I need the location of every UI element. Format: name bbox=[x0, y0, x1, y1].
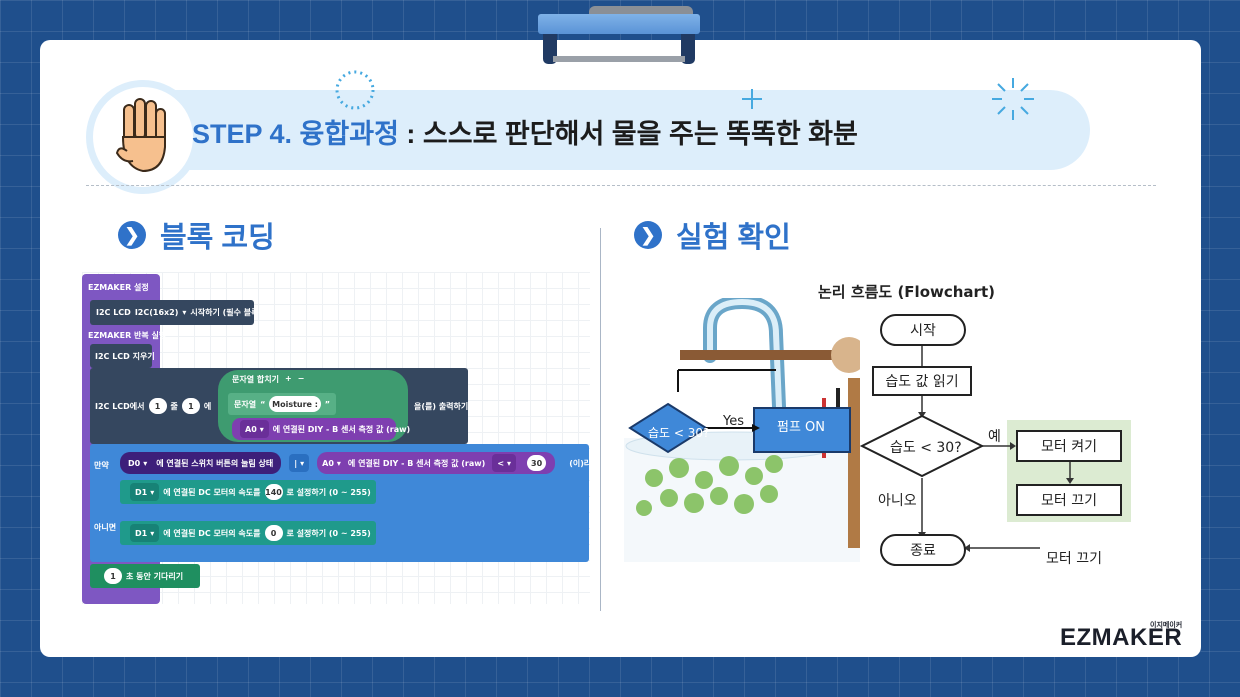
section-experiment: ❯ 실험 확인 bbox=[634, 214, 791, 256]
flowchart-title: 논리 흐름도 (Flowchart) bbox=[818, 283, 995, 301]
motor-speed-label-2: 에 연결된 DC 모터의 속도를 bbox=[163, 528, 261, 538]
chevron-right-icon: ❯ bbox=[634, 221, 662, 249]
diy-sensor-block-1[interactable]: A0▾ 에 연결된 DIY - B 센서 측정 값 (raw) bbox=[232, 418, 410, 440]
col-label: 에 bbox=[203, 401, 212, 411]
flowchart-end: 종료 bbox=[880, 534, 966, 566]
flowchart-no: 아니오 bbox=[878, 493, 917, 509]
quote-open: “ bbox=[260, 399, 266, 409]
flowchart-read: 습도 값 읽기 bbox=[872, 366, 972, 396]
string-block[interactable]: 문자열 “ Moisture : ” bbox=[228, 393, 336, 415]
plus-button[interactable]: + bbox=[284, 374, 292, 383]
flowchart-start: 시작 bbox=[880, 314, 966, 346]
print-label: 을(를) 출력하기 bbox=[414, 402, 469, 411]
decor-burst-icon bbox=[992, 78, 1034, 120]
speed-off-input[interactable]: 0 bbox=[264, 525, 283, 541]
set-range-label-2: 로 설정하기 (0 ~ 255) bbox=[286, 528, 371, 538]
pin-d0[interactable]: D0 bbox=[128, 458, 141, 468]
title-step: STEP 4. 융합과정 bbox=[192, 119, 399, 149]
column-divider bbox=[600, 228, 601, 611]
four-fingers-hand-icon bbox=[115, 98, 166, 173]
flowchart-motor-off: 모터 끄기 bbox=[1016, 484, 1122, 516]
threshold-input[interactable]: 30 bbox=[527, 455, 547, 471]
section-title-left: 블록 코딩 bbox=[160, 222, 275, 254]
wait-label: 초 동안 기다리기 bbox=[126, 571, 184, 581]
decor-sparkle-icon bbox=[742, 89, 762, 109]
wait-input[interactable]: 1 bbox=[104, 568, 122, 584]
caret-down-icon: ▾ bbox=[259, 424, 264, 434]
switch-state-label: 에 연결된 스위치 버튼의 눌림 상태 bbox=[156, 458, 274, 468]
page-title: STEP 4. 융합과정 : 스스로 판단해서 물을 주는 똑똑한 화분 bbox=[192, 112, 858, 151]
string-label: 문자열 bbox=[234, 399, 257, 409]
speed-on-input[interactable]: 140 bbox=[264, 484, 283, 500]
chevron-right-icon: ❯ bbox=[118, 221, 146, 249]
clipboard-clip bbox=[538, 14, 700, 34]
experiment-photo bbox=[624, 298, 860, 562]
pin-dropdown-d1-2[interactable]: D1▾ bbox=[130, 524, 160, 542]
col-input[interactable]: 1 bbox=[181, 398, 200, 414]
pin-dropdown-a0[interactable]: A0▾ bbox=[240, 420, 269, 438]
quote-close: ” bbox=[324, 399, 330, 409]
title-rest: : 스스로 판단해서 물을 주는 똑똑한 화분 bbox=[398, 119, 858, 149]
clipboard-clip-bar bbox=[553, 56, 685, 62]
lcd-clear-block[interactable]: I2C LCD 지우기 bbox=[90, 344, 155, 368]
row-input[interactable]: 1 bbox=[148, 398, 167, 414]
lcd-clear-label: I2C LCD 지우기 bbox=[95, 351, 155, 361]
flowchart-motor-off-2: 모터 끄기 bbox=[1046, 551, 1102, 567]
logo-subtitle: 이지메이커 bbox=[1150, 621, 1183, 629]
wait-block[interactable]: 1 초 동안 기다리기 bbox=[90, 564, 200, 588]
else-label: 아니면 bbox=[94, 523, 117, 532]
flowchart-yes: 예 bbox=[988, 429, 1001, 445]
section-title-right: 실험 확인 bbox=[676, 222, 791, 254]
start-required-label: 시작하기 (필수 블록) bbox=[190, 308, 263, 317]
diy-sensor-label-2: 에 연결된 DIY - B 센서 측정 값 (raw) bbox=[347, 458, 486, 468]
ezmaker-logo: EZMAKER bbox=[1060, 624, 1183, 651]
photo-decision-label: 습도 < 30? bbox=[648, 426, 710, 440]
then-label: (이)라면 bbox=[569, 458, 599, 468]
setup-label: EZMAKER 설정 bbox=[88, 283, 149, 292]
pin-dropdown-d1[interactable]: D1▾ bbox=[130, 483, 160, 501]
i2c-start-block[interactable]: I2C LCD I2C(16x2)▾ 시작하기 (필수 블록) bbox=[90, 300, 262, 325]
diy-sensor-block-2[interactable]: A0▾ 에 연결된 DIY - B 센서 측정 값 (raw) <▾ 30 bbox=[317, 452, 556, 474]
set-range-label: 로 설정하기 (0 ~ 255) bbox=[286, 487, 371, 497]
motor-speed-label: 에 연결된 DC 모터의 속도를 bbox=[163, 487, 261, 497]
photo-pump-label: 펌프 ON bbox=[777, 420, 826, 435]
photo-yes-label: Yes bbox=[723, 414, 744, 429]
condition-row: D0▾ 에 연결된 스위치 버튼의 눌림 상태 |▾ A0▾ 에 연결된 DIY… bbox=[116, 452, 599, 474]
caret-down-icon: ▾ bbox=[182, 308, 187, 317]
title-banner bbox=[100, 90, 1090, 170]
pin-a0[interactable]: A0 bbox=[322, 458, 334, 468]
motor-off-block[interactable]: D1▾ 에 연결된 DC 모터의 속도를 0 로 설정하기 (0 ~ 255) bbox=[120, 521, 376, 545]
switch-state-block[interactable]: D0▾ 에 연결된 스위치 버튼의 눌림 상태 bbox=[120, 452, 282, 474]
loop-label-block: EZMAKER 반복 실행 bbox=[82, 327, 166, 343]
loop-label: EZMAKER 반복 실행 bbox=[88, 330, 167, 340]
section-block-coding: ❯ 블록 코딩 bbox=[118, 214, 275, 256]
decor-dotted-circle bbox=[335, 70, 375, 110]
or-dropdown[interactable]: |▾ bbox=[289, 454, 310, 472]
moisture-input[interactable]: Moisture : bbox=[269, 396, 321, 412]
minus-button[interactable]: − bbox=[297, 374, 305, 383]
i2c-size-dropdown[interactable]: I2C(16x2) bbox=[134, 308, 179, 317]
i2c-lcd-label: I2C LCD bbox=[96, 308, 131, 317]
diy-sensor-label: 에 연결된 DIY - B 센서 측정 값 (raw) bbox=[272, 424, 411, 434]
flowchart-decision: 습도 < 30? bbox=[890, 440, 962, 456]
hand-badge bbox=[86, 80, 200, 194]
if-label: 만약 bbox=[94, 461, 109, 470]
title-divider bbox=[86, 185, 1156, 186]
flowchart-motor-on: 모터 켜기 bbox=[1016, 430, 1122, 462]
row-label: 줄 bbox=[170, 401, 178, 411]
compare-dropdown[interactable]: <▾ bbox=[492, 454, 517, 472]
motor-on-block[interactable]: D1▾ 에 연결된 DC 모터의 속도를 140 로 설정하기 (0 ~ 255… bbox=[120, 480, 376, 504]
concat-label: 문자열 합치기 bbox=[232, 375, 279, 384]
lcd-at-label: I2C LCD에서 bbox=[95, 401, 145, 411]
